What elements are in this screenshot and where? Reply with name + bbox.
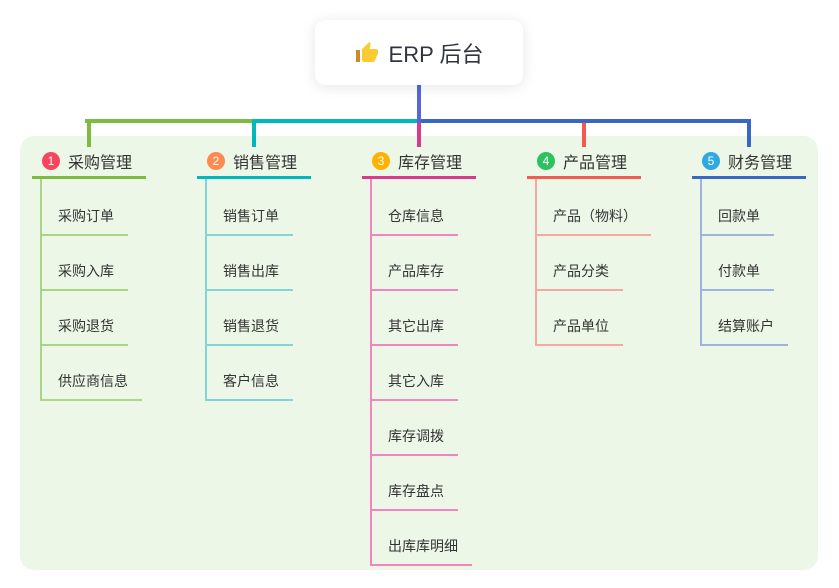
mindmap-node[interactable]: 采购订单 xyxy=(42,206,128,236)
branch-sales: 2 销售管理 xyxy=(197,149,311,179)
mindmap-node[interactable]: 产品单位 xyxy=(537,316,623,346)
branch-underline xyxy=(32,176,146,179)
connector-horizontal-teal xyxy=(252,119,419,123)
branch-title-label: 销售管理 xyxy=(233,155,298,172)
root-node-erp[interactable]: ERP 后台 xyxy=(315,20,523,85)
mindmap-node[interactable]: 结算账户 xyxy=(702,316,788,346)
branch-underline xyxy=(527,176,641,179)
mindmap-node[interactable]: 库存调拨 xyxy=(372,426,458,456)
branch-title-product[interactable]: 4 产品管理 xyxy=(527,149,641,173)
mindmap-node[interactable]: 付款单 xyxy=(702,261,774,291)
branch-number-badge: 1 xyxy=(42,152,60,170)
connector-drop-inventory xyxy=(417,119,421,147)
branch-title-label: 财务管理 xyxy=(728,155,793,172)
mindmap-node[interactable]: 采购入库 xyxy=(42,261,128,291)
branch-underline xyxy=(362,176,476,179)
branch-underline xyxy=(197,176,311,179)
root-node-title: ERP 后台 xyxy=(388,41,484,67)
connector-horizontal-green xyxy=(85,119,254,123)
mindmap-node[interactable]: 仓库信息 xyxy=(372,206,458,236)
mindmap-node[interactable]: 销售出库 xyxy=(207,261,293,291)
mindmap-node[interactable]: 产品分类 xyxy=(537,261,623,291)
branch-title-label: 产品管理 xyxy=(563,155,628,172)
branch-title-inventory[interactable]: 3 库存管理 xyxy=(362,149,476,173)
branch-items-sales: 销售订单 销售出库 销售退货 客户信息 xyxy=(205,179,293,401)
mindmap-node[interactable]: 出库库明细 xyxy=(372,536,472,566)
branch-title-label: 采购管理 xyxy=(68,155,133,172)
branch-number-badge: 3 xyxy=(372,152,390,170)
branch-number-badge: 5 xyxy=(702,152,720,170)
thumbs-up-icon xyxy=(355,41,379,65)
branch-product: 4 产品管理 xyxy=(527,149,641,179)
branch-items-inventory: 仓库信息 产品库存 其它出库 其它入库 库存调拨 库存盘点 出库库明细 xyxy=(370,179,472,566)
mindmap-node[interactable]: 回款单 xyxy=(702,206,774,236)
mindmap-background-panel xyxy=(20,136,818,570)
mindmap-node[interactable]: 销售退货 xyxy=(207,316,293,346)
branch-title-finance[interactable]: 5 财务管理 xyxy=(692,149,806,173)
branch-number-badge: 2 xyxy=(207,152,225,170)
connector-root-drop xyxy=(417,84,421,123)
branch-inventory: 3 库存管理 xyxy=(362,149,476,179)
branch-number-badge: 4 xyxy=(537,152,555,170)
connector-drop-product xyxy=(582,119,586,147)
mindmap-node[interactable]: 库存盘点 xyxy=(372,481,458,511)
mindmap-node[interactable]: 其它入库 xyxy=(372,371,458,401)
branch-title-label: 库存管理 xyxy=(398,155,463,172)
branch-purchase: 1 采购管理 xyxy=(32,149,146,179)
branch-title-sales[interactable]: 2 销售管理 xyxy=(197,149,311,173)
branch-items-finance: 回款单 付款单 结算账户 xyxy=(700,179,788,346)
branch-items-product: 产品（物料） 产品分类 产品单位 xyxy=(535,179,651,346)
branch-underline xyxy=(692,176,806,179)
branch-finance: 5 财务管理 xyxy=(692,149,806,179)
mindmap-node[interactable]: 产品库存 xyxy=(372,261,458,291)
connector-drop-finance xyxy=(747,119,751,147)
mindmap-node[interactable]: 供应商信息 xyxy=(42,371,142,401)
connector-drop-purchase xyxy=(87,119,91,147)
branch-title-purchase[interactable]: 1 采购管理 xyxy=(32,149,146,173)
mindmap-node[interactable]: 其它出库 xyxy=(372,316,458,346)
branch-items-purchase: 采购订单 采购入库 采购退货 供应商信息 xyxy=(40,179,142,401)
mindmap-node[interactable]: 采购退货 xyxy=(42,316,128,346)
mindmap-node[interactable]: 销售订单 xyxy=(207,206,293,236)
connector-horizontal-blue xyxy=(419,119,751,123)
mindmap-node[interactable]: 产品（物料） xyxy=(537,206,651,236)
mindmap-node[interactable]: 客户信息 xyxy=(207,371,293,401)
connector-drop-sales xyxy=(252,119,256,147)
